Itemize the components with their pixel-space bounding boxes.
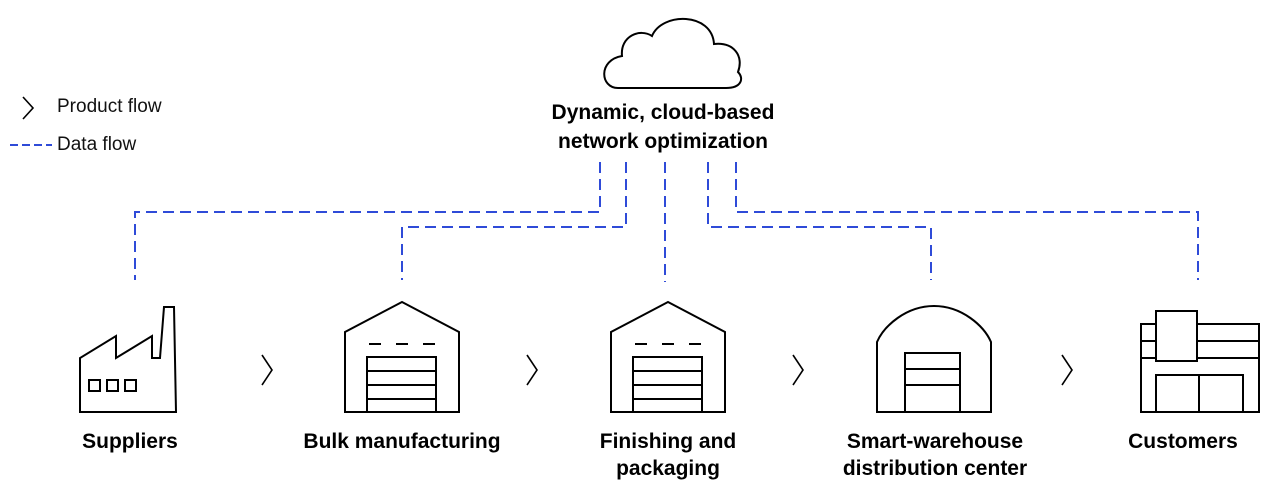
node-label-smart-warehouse: Smart-warehouse distribution center [810, 428, 1060, 482]
node-label-bulk-line-1: Bulk manufacturing [303, 430, 501, 453]
node-label-customers: Customers [1108, 428, 1258, 455]
data-line-smart [707, 162, 932, 280]
product-flow-arrow-3 [792, 354, 804, 386]
node-label-customers-line-1: Customers [1128, 430, 1238, 453]
node-label-finishing-line-1: Finishing and [599, 430, 737, 453]
product-flow-legend-icon [22, 96, 35, 120]
hub-label-line-1: Dynamic, cloud-based [551, 101, 775, 124]
data-line-bulk [401, 162, 627, 280]
node-label-bulk-manufacturing: Bulk manufacturing [272, 428, 532, 455]
product-flow-arrow-4 [1061, 354, 1073, 386]
product-flow-arrow-1 [261, 354, 273, 386]
data-line-customers [735, 162, 1199, 280]
node-label-suppliers: Suppliers [40, 428, 220, 455]
factory-icon [79, 306, 178, 413]
node-label-smart-line-1: Smart-warehouse [846, 430, 1024, 453]
node-label-finishing-line-2: packaging [616, 457, 720, 480]
warehouse-icon-bulk [344, 300, 460, 413]
cloud-icon [603, 17, 743, 89]
warehouse-icon-finishing [610, 300, 726, 413]
smart-warehouse-icon [876, 304, 992, 413]
product-flow-arrow-2 [526, 354, 538, 386]
hub-label-line-2: network optimization [558, 130, 768, 153]
data-flow-lines [134, 162, 1199, 282]
legend-product-flow-label: Product flow [57, 96, 162, 117]
hub-label: Dynamic, cloud-based network optimizatio… [520, 98, 806, 156]
node-label-suppliers-line-1: Suppliers [82, 430, 178, 453]
legend-data-flow-label: Data flow [57, 134, 137, 155]
node-label-smart-line-2: distribution center [842, 457, 1028, 480]
data-line-suppliers [134, 162, 601, 280]
node-label-finishing-packaging: Finishing and packaging [568, 428, 768, 482]
store-icon [1140, 310, 1260, 413]
